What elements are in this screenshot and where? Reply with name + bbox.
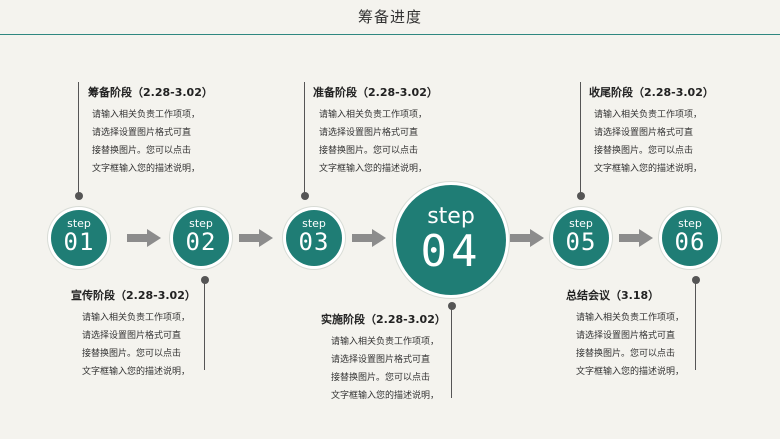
description-line: 请输入相关负责工作项项，	[92, 110, 201, 120]
step-circle-3: step 03	[286, 210, 342, 266]
description-line: 请选择设置图片格式可直	[594, 128, 694, 138]
phase-description: 请输入相关负责工作项项， 请选择设置图片格式可直 接替换图片。您可以点击 文字框…	[594, 106, 714, 178]
description-line: 请选择设置图片格式可直	[319, 128, 419, 138]
connector-dot	[75, 192, 83, 200]
step-circle-6: step 06	[662, 210, 718, 266]
description-line: 请输入相关负责工作项项，	[576, 313, 685, 323]
description-line: 接替换图片。您可以点击	[82, 349, 182, 359]
connector-line	[78, 82, 79, 194]
step-number: 04	[420, 226, 482, 277]
step-circle-1: step 01	[51, 210, 107, 266]
description-line: 请选择设置图片格式可直	[82, 331, 182, 341]
arrow-right-icon	[352, 229, 386, 247]
description-line: 请选择设置图片格式可直	[576, 331, 676, 341]
phase-heading: 收尾阶段（2.28-3.02）	[589, 86, 714, 99]
description-line: 文字框输入您的描述说明，	[576, 367, 685, 377]
description-line: 文字框输入您的描述说明，	[594, 164, 703, 174]
phase-block-implementation: 实施阶段（2.28-3.02） 请输入相关负责工作项项， 请选择设置图片格式可直…	[321, 313, 446, 405]
description-line: 接替换图片。您可以点击	[92, 146, 192, 156]
phase-block-closing: 收尾阶段（2.28-3.02） 请输入相关负责工作项项， 请选择设置图片格式可直…	[589, 86, 714, 178]
description-line: 文字框输入您的描述说明，	[92, 164, 201, 174]
connector-line	[695, 280, 696, 370]
description-line: 接替换图片。您可以点击	[319, 146, 419, 156]
description-line: 请输入相关负责工作项项，	[319, 110, 428, 120]
phase-heading: 宣传阶段（2.28-3.02）	[71, 289, 196, 302]
description-line: 文字框输入您的描述说明，	[82, 367, 191, 377]
step-circle-5: step 05	[553, 210, 609, 266]
phase-description: 请输入相关负责工作项项， 请选择设置图片格式可直 接替换图片。您可以点击 文字框…	[82, 309, 196, 381]
page-title: 筹备进度	[357, 8, 422, 26]
connector-dot	[201, 276, 209, 284]
step-number: 06	[674, 228, 706, 256]
phase-block-publicity: 宣传阶段（2.28-3.02） 请输入相关负责工作项项， 请选择设置图片格式可直…	[71, 289, 196, 381]
description-line: 接替换图片。您可以点击	[576, 349, 676, 359]
step-word: step	[427, 204, 475, 229]
description-line: 接替换图片。您可以点击	[331, 373, 431, 383]
connector-dot	[448, 302, 456, 310]
step-number: 03	[298, 228, 330, 256]
phase-description: 请输入相关负责工作项项， 请选择设置图片格式可直 接替换图片。您可以点击 文字框…	[331, 333, 446, 405]
description-line: 请输入相关负责工作项项，	[331, 337, 440, 347]
phase-description: 请输入相关负责工作项项， 请选择设置图片格式可直 接替换图片。您可以点击 文字框…	[576, 309, 684, 381]
phase-heading: 准备阶段（2.28-3.02）	[313, 86, 438, 99]
step-number: 01	[63, 228, 95, 256]
phase-block-prep: 筹备阶段（2.28-3.02） 请输入相关负责工作项项， 请选择设置图片格式可直…	[88, 86, 213, 178]
step-word: step	[189, 217, 213, 230]
arrow-right-icon	[239, 229, 273, 247]
phase-description: 请输入相关负责工作项项， 请选择设置图片格式可直 接替换图片。您可以点击 文字框…	[92, 106, 213, 178]
step-circle-2: step 02	[173, 210, 229, 266]
description-line: 接替换图片。您可以点击	[594, 146, 694, 156]
step-number: 05	[565, 228, 597, 256]
phase-block-summary: 总结会议（3.18） 请输入相关负责工作项项， 请选择设置图片格式可直 接替换图…	[566, 289, 684, 381]
connector-dot	[577, 192, 585, 200]
phase-heading: 实施阶段（2.28-3.02）	[321, 313, 446, 326]
step-word: step	[678, 217, 702, 230]
step-number: 02	[185, 228, 217, 256]
step-word: step	[569, 217, 593, 230]
arrow-right-icon	[619, 229, 653, 247]
arrow-right-icon	[510, 229, 544, 247]
description-line: 文字框输入您的描述说明，	[331, 391, 440, 401]
title-divider	[0, 34, 780, 35]
step-circle-4: step 04	[396, 185, 506, 295]
step-word: step	[67, 217, 91, 230]
connector-line	[451, 306, 452, 398]
connector-line	[304, 82, 305, 194]
description-line: 请输入相关负责工作项项，	[594, 110, 703, 120]
phase-heading: 筹备阶段（2.28-3.02）	[88, 86, 213, 99]
connector-dot	[301, 192, 309, 200]
connector-line	[204, 280, 205, 370]
step-word: step	[302, 217, 326, 230]
phase-heading: 总结会议（3.18）	[566, 289, 660, 302]
description-line: 请选择设置图片格式可直	[331, 355, 431, 365]
description-line: 请选择设置图片格式可直	[92, 128, 192, 138]
phase-block-preparation: 准备阶段（2.28-3.02） 请输入相关负责工作项项， 请选择设置图片格式可直…	[313, 86, 438, 178]
connector-dot	[692, 276, 700, 284]
phase-description: 请输入相关负责工作项项， 请选择设置图片格式可直 接替换图片。您可以点击 文字框…	[319, 106, 438, 178]
connector-line	[580, 82, 581, 194]
arrow-right-icon	[127, 229, 161, 247]
description-line: 文字框输入您的描述说明，	[319, 164, 428, 174]
description-line: 请输入相关负责工作项项，	[82, 313, 191, 323]
